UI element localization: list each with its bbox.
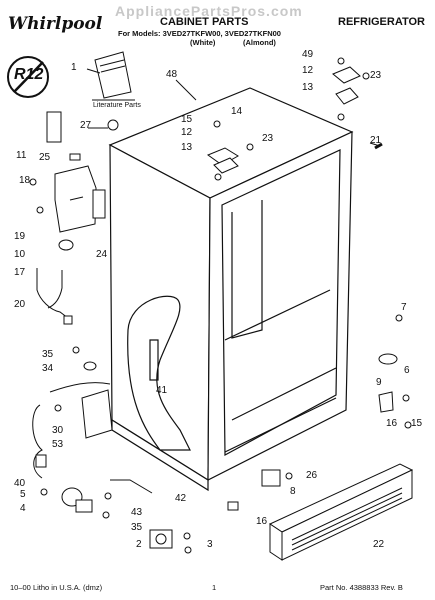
part-25-icon <box>69 153 81 161</box>
callout-40: 40 <box>14 478 26 489</box>
part-11-icon <box>46 111 62 143</box>
callout-10: 10 <box>14 249 26 260</box>
screw-19-icon <box>36 206 44 214</box>
part-6-icon <box>378 353 398 365</box>
callout-18: 18 <box>19 175 31 186</box>
part-16b-icon <box>227 501 239 511</box>
callout-30: 30 <box>52 425 64 436</box>
callout-1: 1 <box>71 62 77 73</box>
drain-part-4-icon <box>61 487 93 513</box>
callout-23b: 23 <box>262 133 274 144</box>
callout-24: 24 <box>96 249 108 260</box>
screw-35b-icon <box>102 511 110 519</box>
callout-7: 7 <box>401 302 407 313</box>
literature-label: Literature Parts <box>93 102 141 109</box>
screw-43-icon <box>104 492 112 500</box>
callout-41: 41 <box>156 385 168 396</box>
toe-grille-icon <box>268 463 414 561</box>
callout-21: 21 <box>370 135 382 146</box>
color-almond: (Almond) <box>243 38 276 47</box>
section-title: CABINET PARTS <box>160 16 249 28</box>
callout-16: 16 <box>386 418 398 429</box>
wiring-harness-icon <box>36 268 73 325</box>
callout-12b: 12 <box>181 127 193 138</box>
refrigerator-cabinet <box>108 87 354 492</box>
part-8-icon <box>261 469 293 487</box>
callout-42: 42 <box>175 493 187 504</box>
hinge-bracket-9-icon <box>378 391 394 413</box>
callout-15: 15 <box>181 114 193 125</box>
color-white: (White) <box>190 38 216 47</box>
screw-30-icon <box>54 404 62 412</box>
callout-8: 8 <box>290 486 296 497</box>
callout-5: 5 <box>20 489 26 500</box>
callout-53: 53 <box>52 439 64 450</box>
callout-23: 23 <box>370 70 382 81</box>
watermark: AppliancePartsPros.com <box>115 3 303 19</box>
screw-35-icon <box>72 346 80 354</box>
bracket-2-icon <box>149 529 173 549</box>
callout-20: 20 <box>14 299 26 310</box>
callout-35: 35 <box>42 349 54 360</box>
callout-49: 49 <box>302 49 314 60</box>
screw-3-icon <box>183 532 191 540</box>
literature-booklet-icon <box>94 51 132 99</box>
callout-12: 12 <box>302 65 314 76</box>
tube-42-icon <box>110 479 153 494</box>
control-box-icon <box>54 165 106 233</box>
callout-9: 9 <box>376 377 382 388</box>
callout-17: 17 <box>14 267 26 278</box>
footer-part-number: Part No. 4388833 Rev. B <box>320 583 403 592</box>
callout-22: 22 <box>373 539 385 550</box>
callout-34: 34 <box>42 363 54 374</box>
power-cord-icon <box>32 382 113 479</box>
screw-18-icon <box>29 178 37 186</box>
top-hinge-right-icon <box>332 66 361 121</box>
callout-35b: 35 <box>131 522 143 533</box>
part-21-icon <box>374 142 383 150</box>
callout-26: 26 <box>306 470 318 481</box>
top-hinge-left-icon <box>206 147 239 181</box>
r12-badge-icon <box>7 56 49 98</box>
screw-5-icon <box>40 488 48 496</box>
callout-13b: 13 <box>181 142 193 153</box>
appliance-type: REFRIGERATOR <box>338 16 425 28</box>
screw-icon <box>213 57 370 151</box>
callout-14: 14 <box>231 106 243 117</box>
callout-19: 19 <box>14 231 26 242</box>
callout-13: 13 <box>302 82 314 93</box>
callout-43: 43 <box>131 507 143 518</box>
screw-15-icon <box>402 394 410 402</box>
callout-25: 25 <box>39 152 51 163</box>
footer-page-number: 1 <box>212 583 217 592</box>
footer-litho: 10–00 Litho in U.S.A. (dmz) <box>10 583 103 592</box>
screw-7-icon <box>395 314 403 322</box>
callout-16b: 16 <box>256 516 268 527</box>
callout-11: 11 <box>16 150 27 161</box>
r12-badge-text: R12 <box>14 66 44 83</box>
callout-2: 2 <box>136 539 142 550</box>
models-line: For Models: 3VED27TKFW00, 3VED27TKFN00 <box>118 29 281 38</box>
callout-48: 48 <box>166 69 178 80</box>
callout-27: 27 <box>80 120 92 131</box>
part-10-icon <box>58 239 74 251</box>
callout-6: 6 <box>404 365 410 376</box>
part-27-icon <box>107 119 119 131</box>
callout-3: 3 <box>207 539 213 550</box>
part-34-icon <box>83 361 97 371</box>
callout-4: 4 <box>20 503 26 514</box>
screw-16-icon <box>404 421 412 429</box>
brand-logo: Whirlpool <box>8 14 103 34</box>
screw-5b-icon <box>184 546 192 554</box>
callout-15b: 15 <box>411 418 423 429</box>
